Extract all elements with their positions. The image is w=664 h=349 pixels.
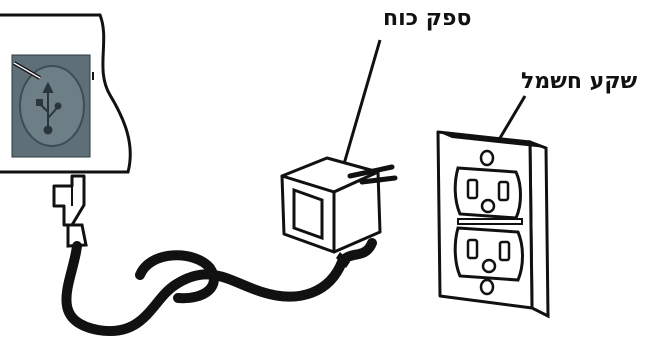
wall-outlet [436,130,550,319]
power-supply-leader-line [342,39,382,165]
adapter-prong [359,175,398,185]
wall-outlet-leader-line [498,95,527,139]
usb-connector-boot [66,223,88,248]
wall-outlet-label: שקע חשמל [521,69,638,94]
outlet-receptacle-lower [453,226,524,282]
usb-icon [36,81,62,135]
device-port-photo [11,54,94,158]
power-supply-label: ספק כוח [383,6,472,31]
adapter-side-face [332,170,382,254]
adapter-prong [347,164,395,179]
outlet-receptacle-upper [453,166,522,220]
device [0,13,132,174]
power-adapter [280,156,398,268]
cable-path [61,238,377,337]
usb-connector-head [52,174,86,227]
